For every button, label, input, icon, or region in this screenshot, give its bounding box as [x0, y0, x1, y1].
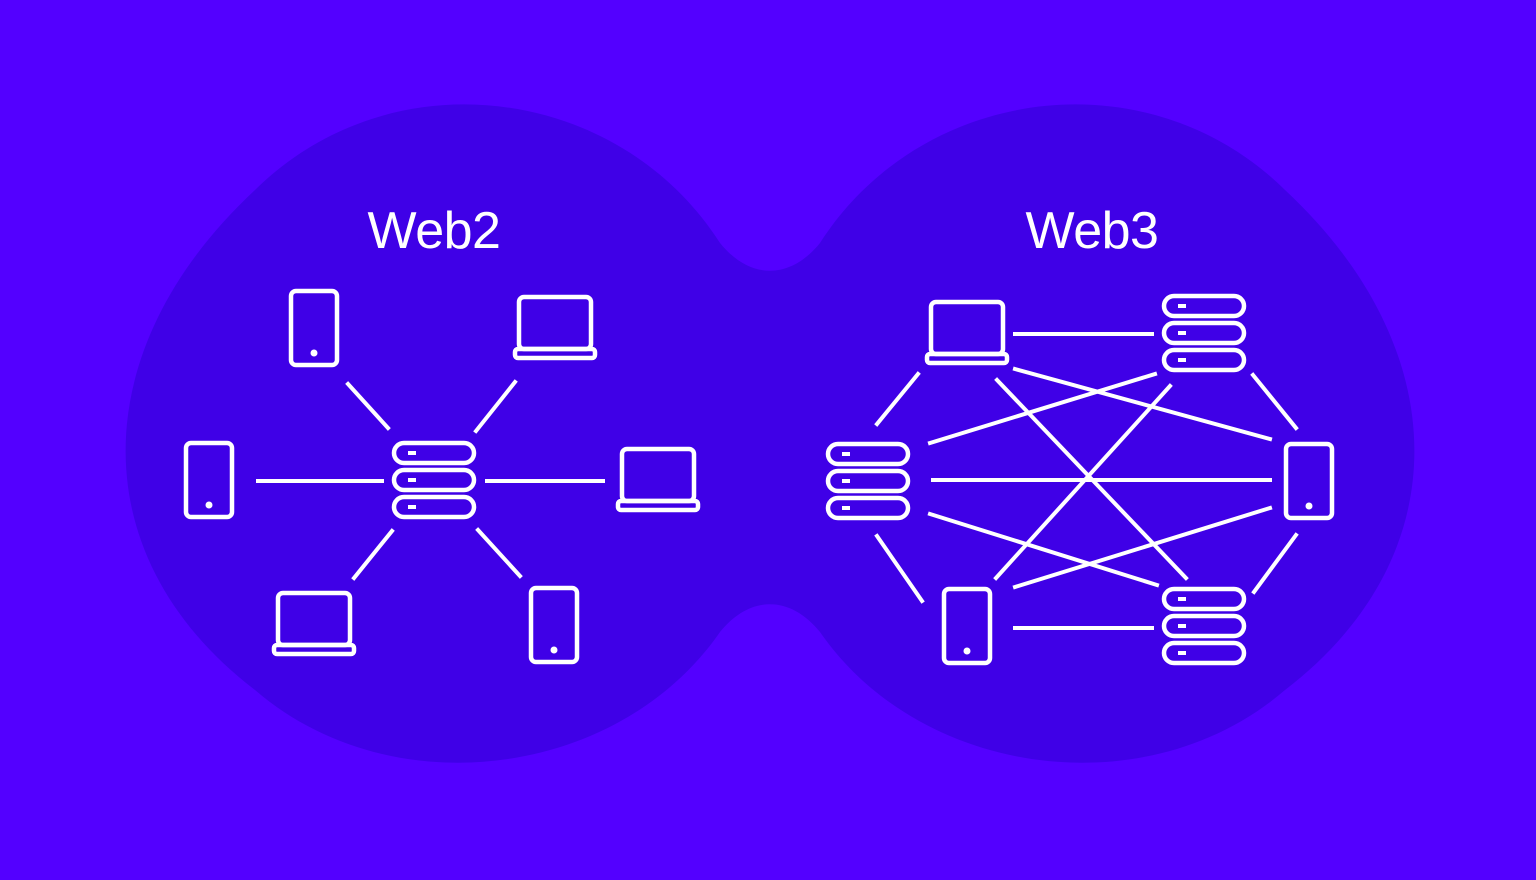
connection-lines — [256, 332, 1299, 630]
connection-line — [351, 528, 395, 581]
phone-icon — [183, 440, 235, 520]
server-icon — [1161, 586, 1247, 666]
web2-title: Web2 — [367, 202, 501, 260]
connection-line — [345, 381, 391, 431]
connection-line — [874, 533, 925, 604]
phone-icon — [941, 586, 993, 666]
server-icon — [1161, 293, 1247, 373]
connection-line — [874, 371, 921, 427]
phone-icon — [528, 585, 580, 665]
connection-line — [475, 527, 523, 579]
connection-line — [473, 379, 518, 434]
comparison-blob — [125, 104, 1415, 763]
connection-line — [1251, 532, 1299, 595]
connection-line — [1012, 505, 1273, 590]
server-icon — [825, 441, 911, 521]
laptop-icon — [271, 590, 357, 657]
web3-title: Web3 — [1025, 202, 1159, 260]
phone-icon — [288, 288, 340, 368]
connection-line — [927, 511, 1160, 588]
laptop-icon — [615, 446, 701, 513]
laptop-icon — [924, 299, 1010, 366]
connection-line — [1250, 372, 1299, 431]
laptop-icon — [512, 294, 598, 361]
network-nodes — [183, 288, 1335, 666]
connection-line — [927, 371, 1158, 446]
server-icon — [391, 440, 477, 520]
phone-icon — [1283, 441, 1335, 521]
connection-line — [1012, 366, 1273, 442]
